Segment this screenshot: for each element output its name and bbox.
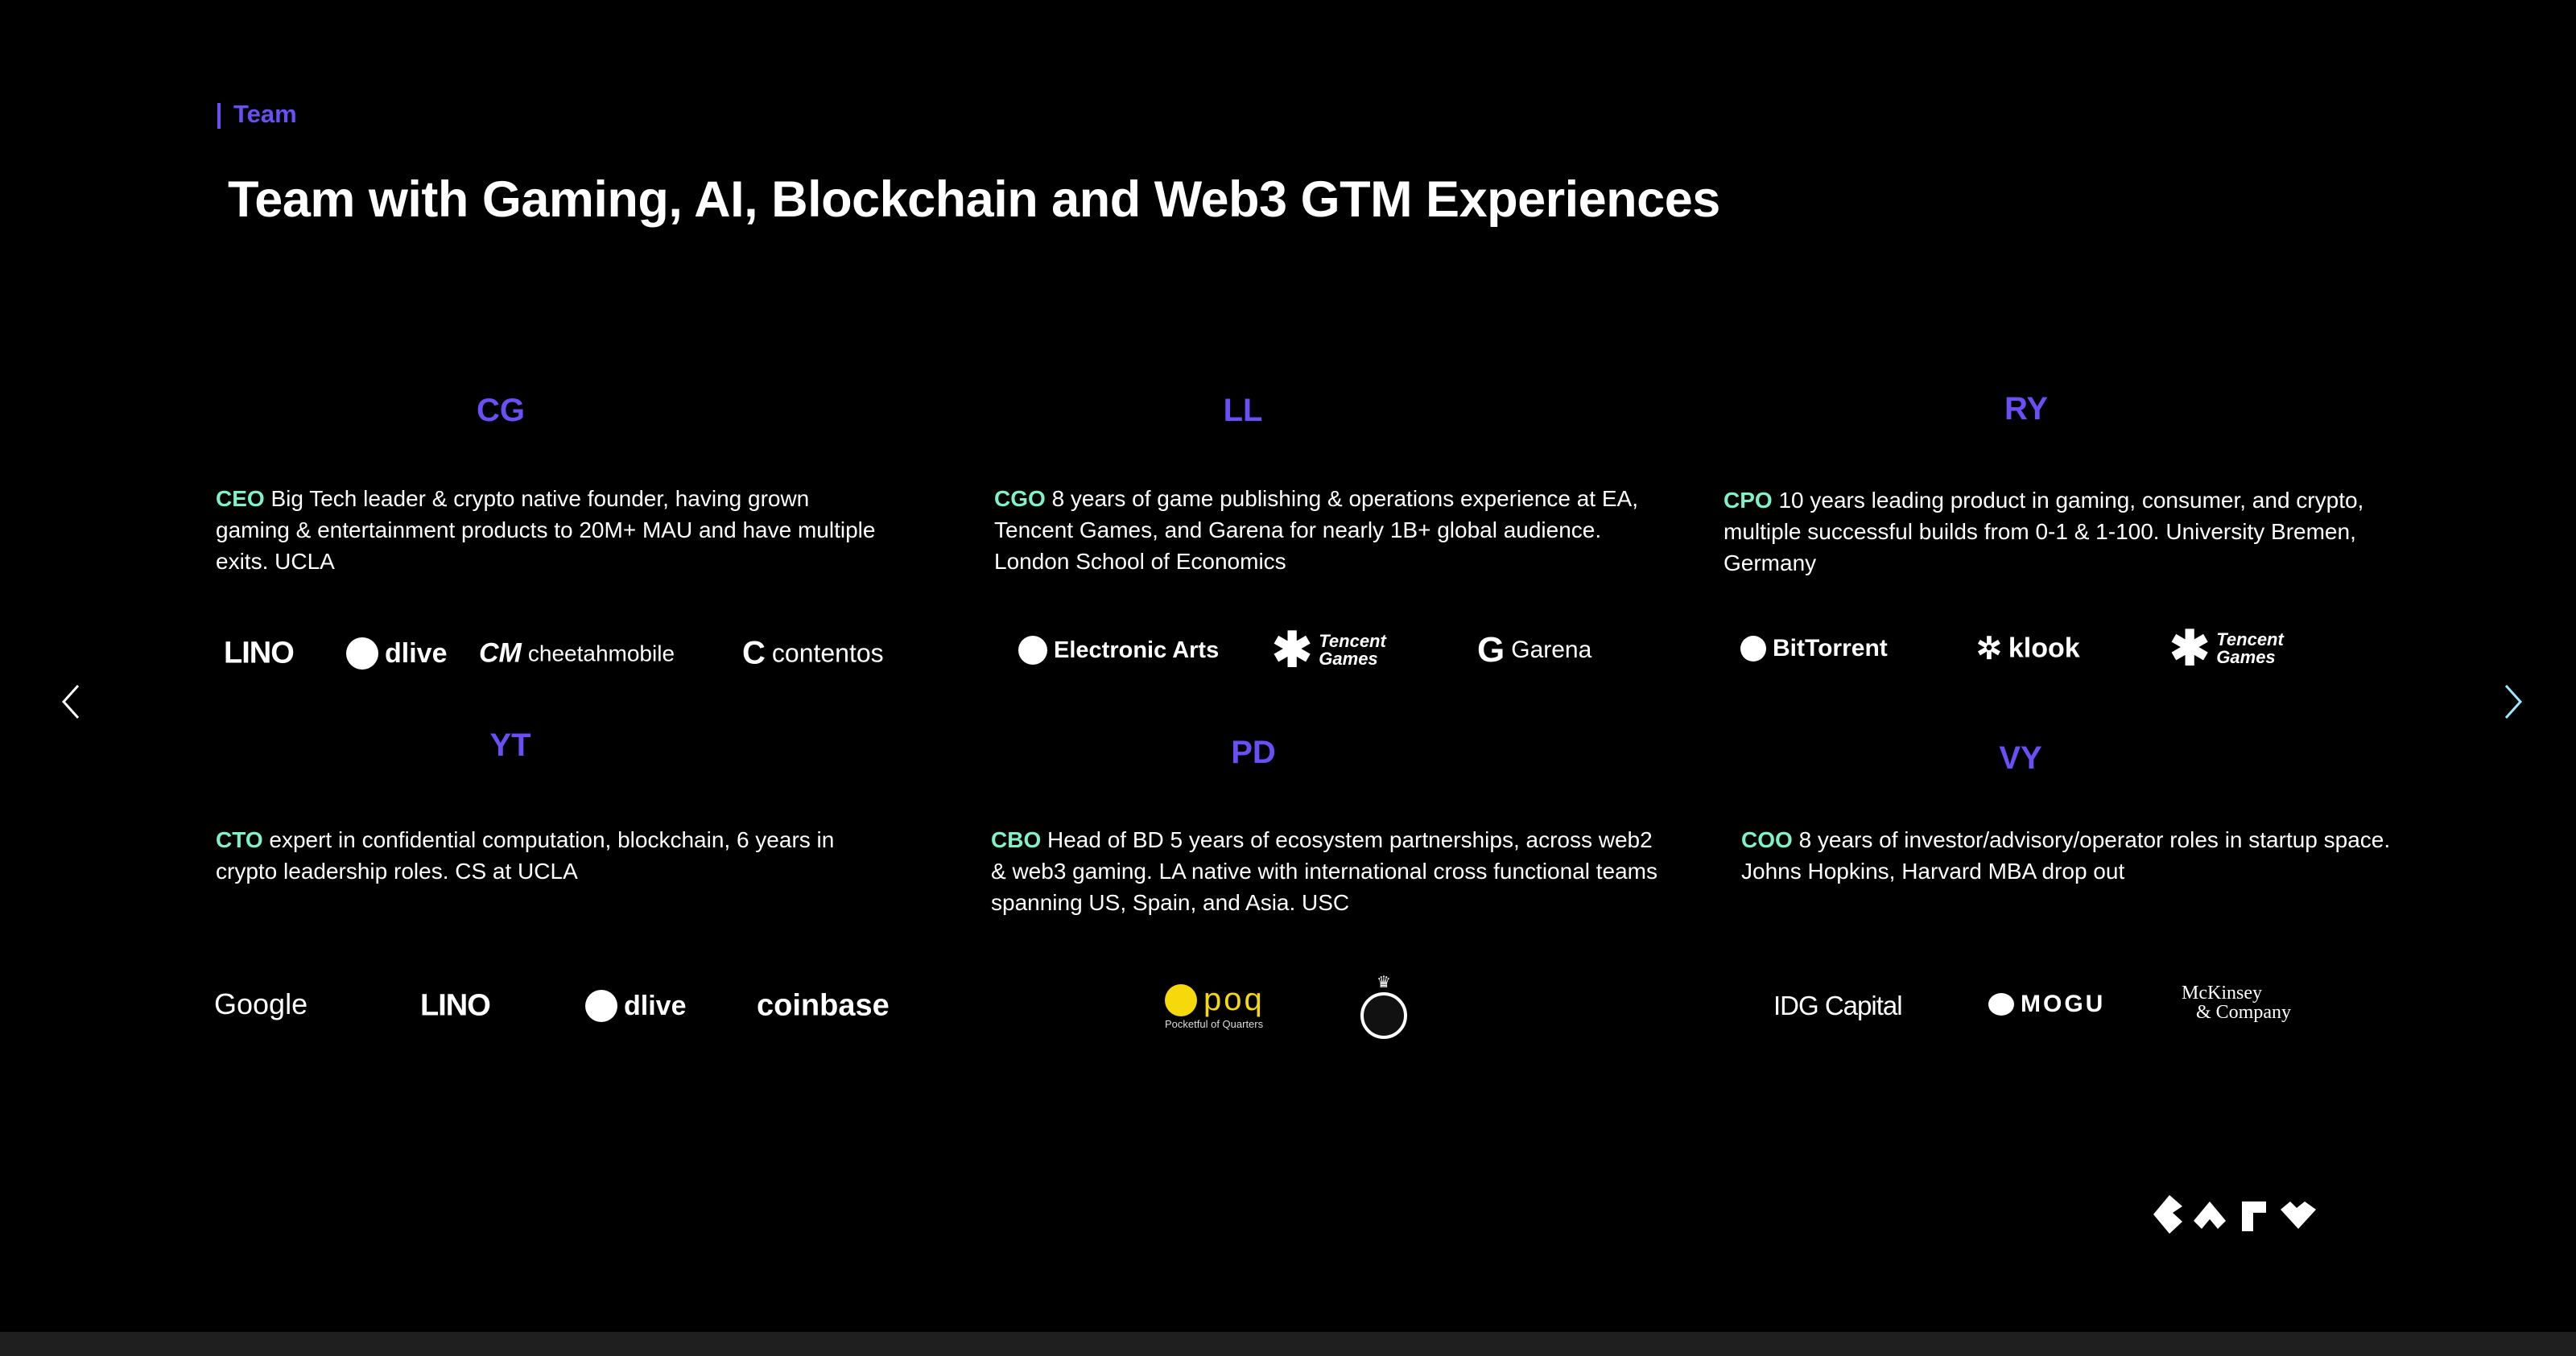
logo-idg-capital: IDG Capital xyxy=(1773,991,1903,1020)
member-initials-pd: PD xyxy=(1231,735,1276,770)
member-initials-cg: CG xyxy=(477,393,525,428)
carv-logo xyxy=(2153,1195,2316,1234)
bio-text: Head of BD 5 years of ecosystem partners… xyxy=(991,827,1658,915)
member-bio-yt: CTO expert in confidential computation, … xyxy=(216,824,892,887)
member-bio-ll: CGO 8 years of game publishing & operati… xyxy=(994,483,1670,577)
crown-icon: ♛ xyxy=(1377,974,1391,991)
garena-icon: G xyxy=(1477,630,1505,670)
logo-coinbase: coinbase xyxy=(757,988,890,1023)
bio-text: 8 years of investor/advisory/operator ro… xyxy=(1741,827,2391,884)
logo-bittorrent: BitTorrent xyxy=(1740,635,1888,662)
member-initials-ry: RY xyxy=(2004,391,2049,427)
role-label: CGO xyxy=(994,486,1046,511)
logo-tencent-games: ✱Tencent Games xyxy=(2169,621,2284,675)
poq-icon xyxy=(1165,983,1197,1016)
logo-tencent-games: ✱Tencent Games xyxy=(1272,623,1386,677)
logo-mogu: MOGU xyxy=(1988,991,2105,1018)
logo-real-madrid: ♛ xyxy=(1357,972,1410,1041)
next-slide-button[interactable] xyxy=(2497,678,2529,726)
bio-text: 10 years leading product in gaming, cons… xyxy=(1724,488,2364,575)
member-initials-ll: LL xyxy=(1223,393,1263,428)
dlive-icon xyxy=(346,637,378,670)
logo-dlive: dlive xyxy=(346,637,447,670)
logo-lino: LINO xyxy=(224,636,295,670)
member-bio-vy: COO 8 years of investor/advisory/operato… xyxy=(1741,824,2417,887)
bio-text: 8 years of game publishing & operations … xyxy=(994,486,1638,574)
logo-mckinsey: McKinsey & Company xyxy=(2182,983,2291,1023)
ea-icon xyxy=(1018,636,1047,665)
logo-google: Google xyxy=(214,987,308,1020)
role-label: CBO xyxy=(991,827,1042,852)
crest-icon xyxy=(1360,992,1407,1039)
member-bio-cg: CEO Big Tech leader & crypto native foun… xyxy=(216,483,876,577)
logo-poq: poq Pocketful of Quarters xyxy=(1165,982,1265,1030)
chevron-left-icon xyxy=(61,684,80,719)
bio-text: expert in confidential computation, bloc… xyxy=(216,827,835,884)
logo-lino: LINO xyxy=(420,988,491,1023)
klook-icon: ✲ xyxy=(1976,632,2002,666)
page-title: Team with Gaming, AI, Blockchain and Web… xyxy=(228,171,1720,228)
logo-klook: ✲klook xyxy=(1976,632,2080,666)
section-label: Team xyxy=(217,100,297,129)
member-initials-yt: YT xyxy=(489,727,531,763)
role-label: CEO xyxy=(216,486,265,511)
bottom-bar xyxy=(0,1332,2576,1356)
role-label: CTO xyxy=(216,827,263,852)
logo-electronic-arts: Electronic Arts xyxy=(1018,636,1219,665)
tencent-icon: ✱ xyxy=(1272,623,1313,677)
logo-dlive: dlive xyxy=(585,990,686,1022)
member-initials-vy: VY xyxy=(1999,740,2042,776)
contentos-icon: C xyxy=(742,635,766,671)
dlive-icon xyxy=(585,990,617,1022)
tencent-icon: ✱ xyxy=(2169,621,2211,675)
member-bio-ry: CPO 10 years leading product in gaming, … xyxy=(1724,484,2400,579)
chevron-right-icon xyxy=(2504,684,2523,719)
mogu-icon xyxy=(1988,993,2014,1016)
role-label: COO xyxy=(1741,827,1793,852)
role-label: CPO xyxy=(1724,488,1773,513)
bio-text: Big Tech leader & crypto native founder,… xyxy=(216,486,876,574)
bittorrent-icon xyxy=(1740,636,1766,662)
prev-slide-button[interactable] xyxy=(55,678,87,726)
cheetah-icon: CM xyxy=(479,637,522,669)
member-bio-pd: CBO Head of BD 5 years of ecosystem part… xyxy=(991,824,1667,918)
